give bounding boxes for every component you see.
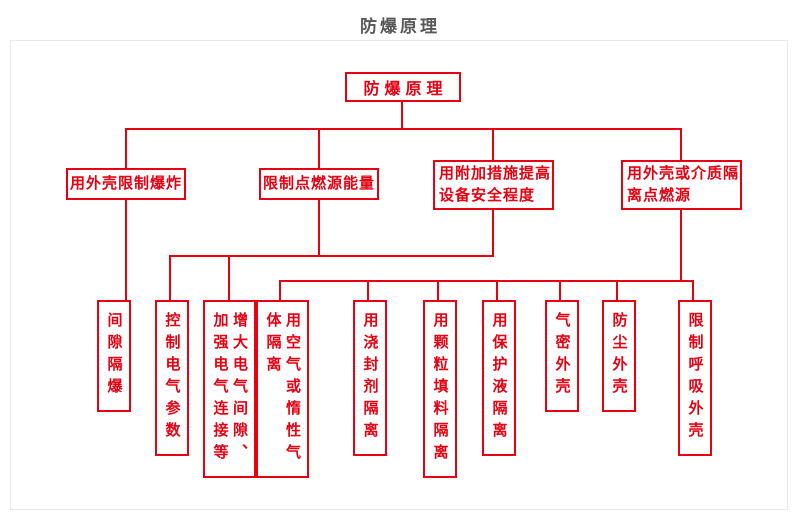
root-node-label: 防爆原理 <box>363 81 448 98</box>
branch-node-2: 限制点燃源能量 <box>259 168 379 200</box>
leaf-node-1-label: 间隙隔爆 <box>105 312 123 400</box>
leaf-node-10: 限制呼吸外壳 <box>678 300 712 456</box>
connector-drop-branch-3 <box>492 130 494 160</box>
connector-riser-branch-3 <box>492 210 494 255</box>
connector-drop-leaf-3 <box>228 257 230 300</box>
leaf-node-6-label: 用颗粒填料隔离 <box>431 312 449 466</box>
connector-drop-branch-4 <box>680 130 682 160</box>
page-title: 防爆原理 <box>360 17 440 36</box>
leaf-node-9-label: 防尘外壳 <box>610 312 628 400</box>
leaf-node-3: 增大电气间隙、 加强电气连接等 <box>203 300 256 478</box>
connector-drop-leaf-7 <box>496 282 498 300</box>
connector-drop-branch-1 <box>125 130 127 168</box>
image-frame <box>10 40 788 510</box>
leaf-node-7-label: 用保护液隔离 <box>490 312 508 444</box>
connector-bus-3 <box>279 280 694 282</box>
root-node: 防爆原理 <box>345 72 461 102</box>
leaf-node-3-line-2: 加强电气连接等 <box>211 312 229 466</box>
leaf-node-4-line-2: 体隔离 <box>264 312 282 378</box>
branch-node-4-line-2: 离点燃源 <box>627 187 692 204</box>
branch-node-4-line-1: 用外壳或介质隔 <box>627 165 740 183</box>
connector-drop-leaf-8 <box>559 282 561 300</box>
leaf-node-7: 用保护液隔离 <box>482 300 516 456</box>
leaf-node-8: 气密外壳 <box>545 300 579 412</box>
connector-bus-2 <box>169 255 494 257</box>
connector-branch1-leaf <box>125 200 127 300</box>
leaf-node-2-label: 控制电气参数 <box>163 312 181 444</box>
branch-node-3: 用附加措施提高 设备安全程度 <box>433 160 554 210</box>
leaf-node-5: 用浇封剂隔离 <box>353 300 387 456</box>
leaf-node-3-line-1: 增大电气间隙、 <box>231 312 248 466</box>
connector-riser-branch-4 <box>680 210 682 280</box>
leaf-node-1: 间隙隔爆 <box>97 300 131 412</box>
branch-node-1: 用外壳限制爆炸 <box>66 168 186 200</box>
branch-node-3-line-1: 用附加措施提高 <box>439 165 552 183</box>
branch-node-1-label: 用外壳限制爆炸 <box>70 175 183 193</box>
connector-drop-leaf-6 <box>437 282 439 300</box>
branch-node-2-label: 限制点燃源能量 <box>263 175 376 193</box>
connector-drop-leaf-10 <box>692 282 694 300</box>
branch-node-3-line-2: 设备安全程度 <box>439 187 536 204</box>
leaf-node-4-line-1: 用空气或惰性气 <box>284 312 301 466</box>
branch-node-4: 用外壳或介质隔 离点燃源 <box>621 160 742 210</box>
leaf-node-5-label: 用浇封剂隔离 <box>361 312 379 444</box>
connector-drop-leaf-4 <box>279 282 281 300</box>
connector-drop-leaf-2 <box>169 257 171 300</box>
leaf-node-6: 用颗粒填料隔离 <box>423 300 457 478</box>
leaf-node-9: 防尘外壳 <box>602 300 636 412</box>
connector-root-drop <box>401 102 403 128</box>
connector-drop-leaf-5 <box>367 282 369 300</box>
leaf-node-8-label: 气密外壳 <box>553 312 571 400</box>
leaf-node-2: 控制电气参数 <box>155 300 189 456</box>
connector-bus-1 <box>125 128 682 130</box>
connector-riser-branch-2 <box>318 200 320 255</box>
leaf-node-4: 用空气或惰性气 体隔离 <box>256 300 309 478</box>
connector-drop-branch-2 <box>318 130 320 168</box>
connector-drop-leaf-9 <box>616 282 618 300</box>
leaf-node-10-label: 限制呼吸外壳 <box>686 312 704 444</box>
